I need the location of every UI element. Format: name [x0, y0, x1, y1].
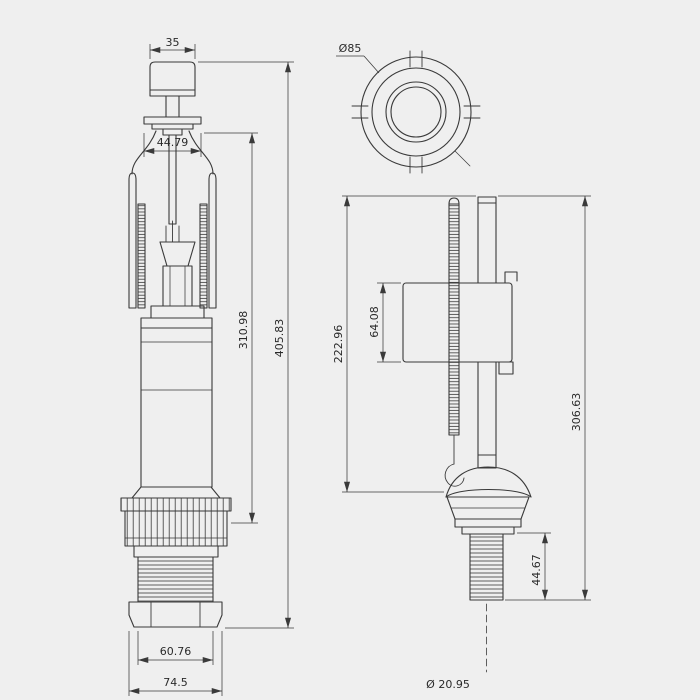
seal-skirt	[120, 497, 232, 512]
outer-rim-circle	[360, 56, 472, 168]
valve-body	[140, 327, 213, 488]
frame-arm-right	[188, 130, 214, 175]
standpipe-upper	[477, 196, 497, 284]
ratchet-strip-left	[137, 203, 146, 309]
clamp-block	[150, 305, 205, 319]
dim-outer-diameter-label: Ø85	[339, 42, 362, 55]
inner-bore-circle	[390, 86, 442, 138]
inner-hub-circle	[385, 81, 447, 143]
dimension-labels: 35 44.79 310.98 405.83 60.76 74.5 Ø85 22…	[157, 36, 583, 691]
frame-rail-right	[208, 172, 217, 309]
dim-thread-width-label: 60.76	[160, 645, 192, 658]
flush-valve-front-view	[120, 61, 232, 628]
middle-ring-circle	[371, 67, 461, 157]
float-bottom-tab	[498, 361, 514, 375]
standpipe-lower	[477, 361, 497, 469]
dim-shank-length-label: 44.67	[530, 554, 543, 586]
rim-cross-tabs	[351, 50, 481, 174]
push-button	[149, 61, 196, 97]
ratchet-strip-right	[199, 203, 208, 309]
lever-arch-top	[445, 466, 532, 498]
frame-rail-left	[128, 172, 137, 309]
mount-flange-mid	[151, 123, 194, 130]
divider-plate	[140, 317, 213, 329]
dim-base-width-label: 74.5	[163, 676, 188, 689]
funnel	[159, 241, 196, 267]
frame-arm-left	[131, 130, 157, 175]
threaded-section	[137, 556, 214, 603]
ribbed-ring	[124, 510, 228, 547]
button-stem	[165, 95, 180, 118]
mount-flange-boss	[162, 128, 183, 136]
dim-float-height-label: 64.08	[368, 306, 381, 338]
dim-body-height-label: 310.98	[237, 311, 250, 350]
diameter-leader-tail	[454, 150, 471, 167]
step-ring	[133, 545, 219, 558]
mount-flange	[143, 116, 202, 125]
threaded-shank	[469, 533, 504, 601]
dim-overall-height-label: 306.63	[570, 393, 583, 432]
base-washer-lower	[461, 526, 515, 535]
lift-fork	[165, 220, 180, 243]
flush-valve-top-view	[351, 50, 481, 174]
dim-flange-width-label: 44.79	[157, 136, 189, 149]
lock-nut	[128, 601, 223, 628]
body-flare	[131, 486, 221, 499]
dim-button-width-label: 35	[166, 36, 180, 49]
base-washer	[454, 518, 522, 528]
siphon-bell	[162, 265, 193, 307]
dimension-lines	[128, 44, 591, 696]
rod-hook	[444, 463, 465, 487]
float-top-clip	[504, 271, 518, 284]
lever-arch-bottom	[445, 488, 532, 498]
fill-valve-side-view	[402, 196, 532, 673]
dim-shank-diameter-label: Ø 20.95	[426, 678, 470, 691]
adjustment-rod	[448, 203, 460, 436]
dim-valve-height-label: 222.96	[332, 325, 345, 364]
dim-total-height-label: 405.83	[273, 319, 286, 358]
adjustment-rod-cap	[448, 197, 460, 205]
